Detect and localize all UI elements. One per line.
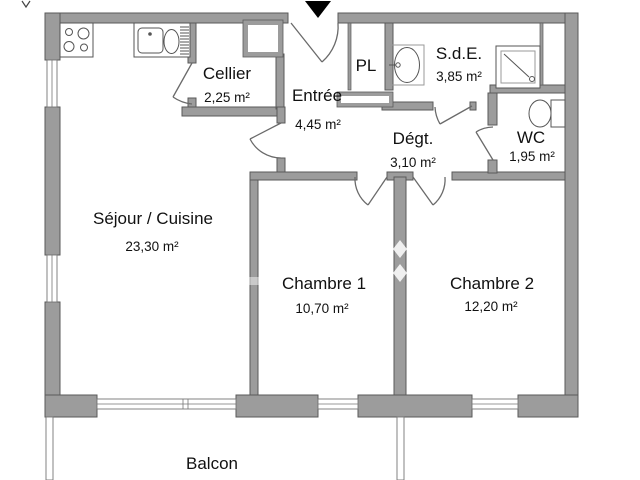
duct-inner	[248, 25, 278, 52]
wall-segment	[249, 171, 358, 181]
wall-segment	[249, 179, 259, 396]
wall-segment	[276, 106, 286, 124]
wall-segment	[44, 394, 98, 418]
room-label-wc: WC	[517, 128, 545, 147]
room-labels: Séjour / Cuisine 23,30 m² Cellier 2,25 m…	[93, 44, 555, 473]
interior-walls	[181, 22, 566, 396]
room-area-wc: 1,95 m²	[509, 149, 555, 164]
room-label-sejour: Séjour / Cuisine	[93, 209, 213, 228]
chambre1-door-arc	[354, 176, 369, 206]
sink-faucet	[148, 32, 152, 36]
room-area-sejour: 23,30 m²	[125, 239, 179, 254]
wall-segment	[44, 301, 61, 398]
stove-icon	[59, 22, 94, 58]
sink-bowl	[163, 29, 180, 54]
room-label-sde: S.d.E.	[436, 44, 482, 63]
washbasin-bowl	[394, 47, 420, 83]
watermark-diamond	[393, 240, 407, 258]
shower-tray-inner	[500, 50, 536, 84]
room-area-chambre2: 12,20 m²	[464, 299, 518, 314]
wall-segment	[44, 106, 61, 256]
low-cabinet	[336, 91, 394, 108]
wc-door-leaf	[475, 131, 494, 161]
burner	[80, 43, 88, 52]
wall-segment	[44, 12, 61, 61]
wall-segment	[517, 394, 579, 418]
duct-box	[242, 19, 284, 58]
room-area-cellier: 2,25 m²	[204, 90, 250, 105]
stove-outline	[59, 22, 94, 58]
shower-drain	[529, 76, 535, 82]
entrance-arrow-icon	[305, 1, 331, 18]
sde-door-leaf	[439, 105, 473, 125]
railing-right	[396, 416, 405, 480]
sde-door-arc	[434, 106, 441, 125]
cellier-door-arc	[172, 96, 193, 105]
watermark-diamond	[393, 264, 407, 282]
room-label-degt: Dégt.	[393, 129, 434, 148]
wall-segment	[451, 171, 566, 181]
shower-diagonal	[503, 53, 530, 78]
wall-segment	[337, 12, 579, 24]
cabinet-inner	[341, 96, 389, 103]
burner	[65, 28, 73, 36]
toilet-icon	[528, 99, 566, 128]
corner-mark-icon	[21, 0, 31, 9]
shower-icon	[495, 45, 541, 89]
toilet-bowl	[528, 99, 552, 128]
room-area-sde: 3,85 m²	[436, 69, 482, 84]
room-label-entree: Entrée	[292, 86, 342, 105]
kitchen-sink-icon	[133, 22, 191, 58]
sejour-door-leaf	[249, 122, 282, 140]
wall-segment	[564, 12, 579, 418]
room-label-balcon: Balcon	[186, 454, 238, 473]
sink-drainer	[180, 26, 189, 55]
chambre2-door-arc	[432, 176, 446, 206]
railing-left	[45, 416, 54, 480]
wall-segment	[235, 394, 319, 418]
room-area-chambre1: 10,70 m²	[295, 301, 349, 316]
wall-segment	[275, 53, 285, 110]
wall-segment	[393, 176, 407, 396]
balcony-railing	[45, 416, 405, 480]
window-midline	[97, 399, 236, 409]
room-label-chambre2: Chambre 2	[450, 274, 534, 293]
wall-segment	[276, 157, 286, 174]
entrance-door-arc	[321, 22, 339, 63]
watermark	[249, 240, 407, 285]
room-area-entree: 4,45 m²	[295, 117, 341, 132]
sink-basin	[137, 27, 164, 54]
washbasin-icon	[389, 44, 425, 86]
burner	[63, 41, 75, 52]
washbasin-faucet-knob	[395, 62, 401, 68]
wall-segment	[347, 22, 352, 91]
room-label-pl: PL	[356, 56, 377, 75]
wall-segment	[384, 22, 394, 91]
cellier-door-leaf	[172, 62, 193, 98]
wall-segment	[357, 394, 473, 418]
doors	[172, 22, 494, 206]
wall-segment	[469, 101, 477, 111]
room-label-chambre1: Chambre 1	[282, 274, 366, 293]
burner	[77, 27, 90, 40]
wall-segment	[181, 106, 285, 117]
chambre1-door-leaf	[367, 176, 388, 206]
exterior-walls	[44, 12, 579, 418]
room-label-cellier: Cellier	[203, 64, 252, 83]
windows	[46, 59, 519, 410]
room-area-degt: 3,10 m²	[390, 155, 436, 170]
wc-door-arc	[475, 126, 494, 133]
wall-segment	[487, 92, 498, 126]
chambre2-door-leaf	[412, 176, 434, 206]
toilet-tank	[550, 99, 566, 128]
watermark-stripe	[249, 277, 259, 285]
sejour-door-arc	[249, 138, 282, 159]
wall-segment	[487, 159, 498, 174]
entrance-door-leaf	[290, 22, 323, 63]
